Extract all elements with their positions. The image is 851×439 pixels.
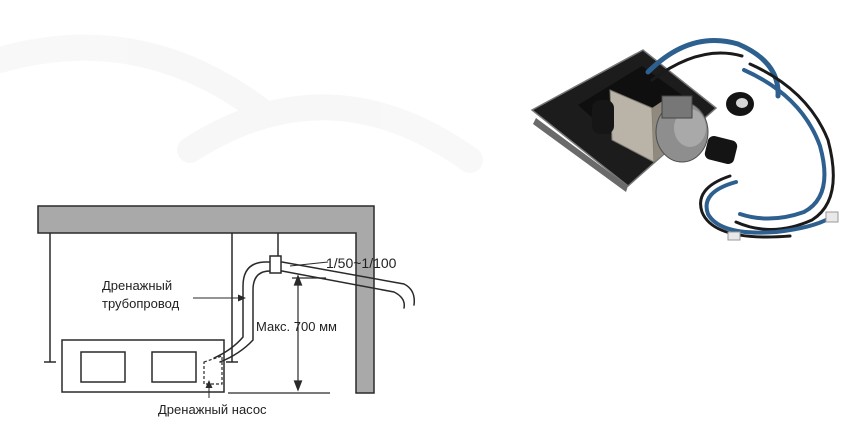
- indoor-unit: [61, 339, 225, 393]
- max-height-label: Макс. 700 мм: [256, 319, 337, 334]
- drain-pipe: [213, 261, 416, 363]
- drain-pump-outline: [203, 355, 223, 385]
- drain-pipe-label-line1: Дренажный: [102, 278, 172, 293]
- drain-pump-leader: [205, 380, 213, 398]
- background-watermark: [0, 34, 483, 173]
- pump-photo: [530, 38, 839, 241]
- slope-label: 1/50~1/100: [326, 255, 397, 271]
- drain-pump-label: Дренажный насос: [158, 402, 267, 417]
- drain-pipe-leader: [193, 294, 246, 302]
- drain-pipe-label-line2: трубопровод: [102, 296, 180, 311]
- slope-leader: [289, 261, 329, 267]
- height-dimension: [228, 274, 330, 394]
- vent-fitting: [269, 255, 282, 274]
- ceiling-slab: [37, 205, 375, 394]
